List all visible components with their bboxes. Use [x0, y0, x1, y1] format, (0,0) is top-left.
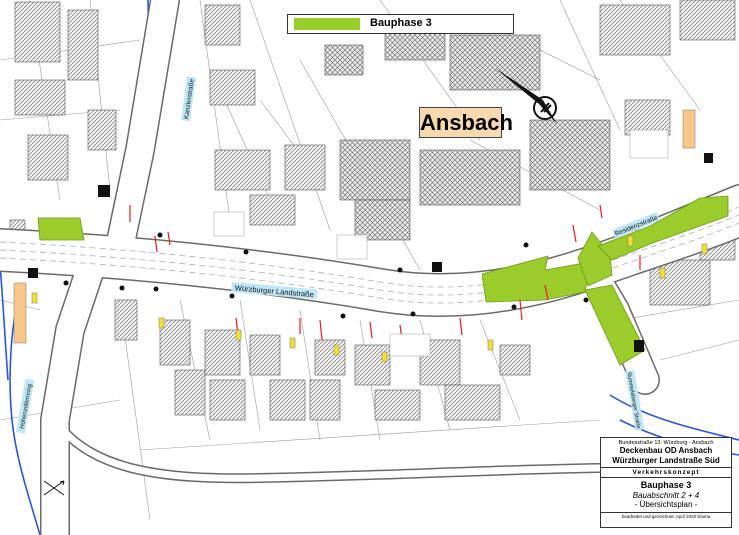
- north-arrow-icon: [495, 68, 557, 124]
- traffic-signs: [31, 235, 708, 363]
- legend-box: Bauphase 3: [287, 14, 514, 34]
- title-block: Bundesstraße 13: Würzburg - Ansbach Deck…: [600, 437, 732, 528]
- title-project: Deckenbau OD Ansbach: [619, 446, 713, 456]
- construction-markers: [129, 204, 641, 341]
- compass-icon: [43, 480, 65, 496]
- note-boxes: [213, 129, 669, 357]
- title-concept: Verkehrskonzept: [601, 466, 731, 479]
- signal-dots: [63, 232, 589, 319]
- title-overview: - Übersichtsplan -: [634, 499, 698, 509]
- legend-swatch: [294, 18, 360, 30]
- title-road: Bundesstraße 13: Würzburg - Ansbach: [618, 440, 714, 446]
- title-author: bearbeitet und gezeichnet: April 2020 Kl…: [601, 511, 731, 519]
- title-subsection: Bauabschnitt 2 + 4: [632, 490, 700, 500]
- title-phase: Bauphase 3: [640, 480, 692, 491]
- traffic-signal-icon: [28, 153, 713, 352]
- orange-sign-labels: [13, 109, 696, 344]
- city-label: Ansbach: [419, 107, 513, 138]
- title-section: Würzburger Landstraße Süd: [612, 455, 720, 465]
- legend-label: Bauphase 3: [370, 17, 432, 29]
